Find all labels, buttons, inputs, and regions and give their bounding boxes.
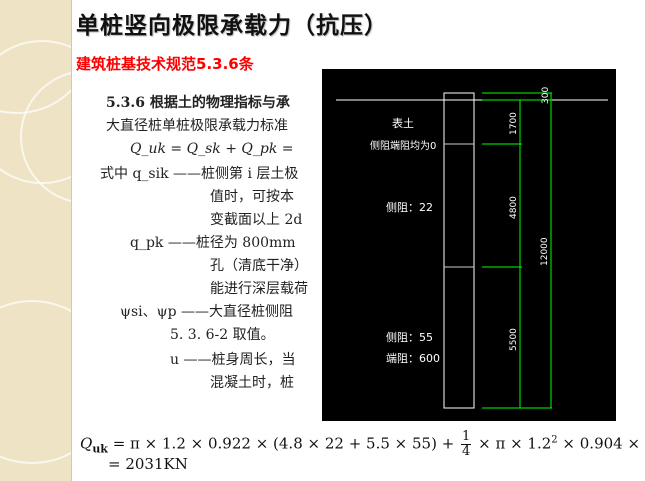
fraction-numerator: 1 bbox=[461, 429, 472, 445]
slide-title: 单桩竖向极限承载力（抗压） bbox=[76, 12, 388, 39]
decorative-strip bbox=[0, 0, 72, 481]
excerpt-line: 大直径桩单桩极限承载力标准 bbox=[106, 118, 288, 134]
layer-label: 表土 bbox=[392, 116, 414, 130]
excerpt-line: 变截面以上 2d bbox=[210, 212, 303, 228]
excerpt-line: 值时，可按本 bbox=[210, 189, 294, 205]
layer-label: 端阻：600 bbox=[386, 352, 440, 365]
formula-result: = 2031KN bbox=[108, 455, 188, 473]
excerpt-line: 混凝土时，桩 bbox=[210, 375, 294, 391]
excerpt-line: ψsi、ψp ——大直径桩侧阻 bbox=[120, 304, 294, 320]
formula-subscript: uk bbox=[92, 442, 108, 456]
formula-symbol: Q bbox=[80, 434, 93, 453]
fraction-denominator: 4 bbox=[462, 444, 471, 459]
dimension-label: 12000 bbox=[540, 237, 550, 266]
dimension-label: 5500 bbox=[509, 328, 519, 351]
excerpt-line: 5.3.6 根据土的物理指标与承 bbox=[106, 95, 290, 111]
excerpt-line: q_pk ——桩径为 800mm bbox=[130, 235, 296, 251]
dimension-label: 1700 bbox=[509, 112, 519, 135]
formula-part: = π × 1.2 × 0.922 × (4.8 × 22 + 5.5 × 55… bbox=[112, 434, 455, 453]
slide-subtitle: 建筑桩基技术规范5.3.6条 bbox=[76, 55, 254, 73]
excerpt-line: 5. 3. 6-2 取值。 bbox=[170, 327, 275, 343]
excerpt-line: 孔（清底干净） bbox=[210, 258, 308, 274]
layer-label: 侧阻：22 bbox=[386, 201, 433, 214]
layer-label: 侧阻端阻均为0 bbox=[370, 139, 436, 152]
formula-part: × π × 1.2 bbox=[478, 434, 552, 453]
dimension-lines bbox=[482, 92, 552, 409]
formula-part: × 0.904 × 600 bbox=[562, 434, 645, 453]
pile-cad-drawing: 表土 侧阻端阻均为0 侧阻：22 侧阻：55 端阻：600 300 1700 4… bbox=[322, 69, 616, 421]
excerpt-line: u ——桩身周长，当 bbox=[170, 352, 296, 368]
dimension-label: 300 bbox=[541, 87, 551, 104]
pile-outline bbox=[443, 92, 475, 409]
formula-superscript: 2 bbox=[551, 434, 558, 446]
dimension-label: 4800 bbox=[509, 196, 519, 219]
layer-label: 侧阻：55 bbox=[386, 331, 433, 344]
excerpt-line: 能进行深层载荷 bbox=[210, 281, 308, 297]
excerpt-line: Q_uk = Q_sk + Q_pk = bbox=[130, 141, 294, 157]
excerpt-line: 式中 q_sik ——桩侧第 i 层土极 bbox=[100, 166, 299, 182]
